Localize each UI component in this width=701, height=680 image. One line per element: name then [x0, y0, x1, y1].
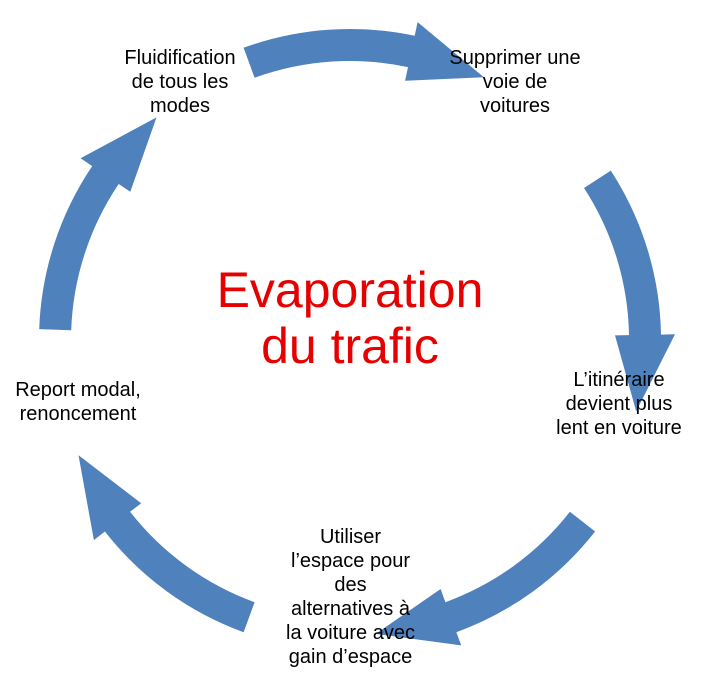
- center-title: Evaporation du trafic: [216, 262, 484, 374]
- cycle-arrow-report-to-fluidification: [39, 117, 157, 331]
- cycle-arrow-itineraire-to-espace: [375, 511, 596, 646]
- step-report-modal: Report modal, renoncement: [15, 379, 141, 425]
- step-itineraire-lent: L’itinéraire devient plus lent en voitur…: [556, 369, 682, 439]
- cycle-arrow-fluidification-to-suppression: [243, 22, 484, 81]
- cycle-arrow-espace-to-report: [78, 455, 255, 633]
- cycle-arrow-suppression-to-itineraire: [584, 170, 675, 412]
- step-utiliser-espace: Utiliser l’espace pour des alternatives …: [286, 526, 415, 668]
- step-fluidification: Fluidification de tous les modes: [124, 47, 236, 117]
- step-supprimer-voie: Supprimer une voie de voitures: [449, 47, 581, 117]
